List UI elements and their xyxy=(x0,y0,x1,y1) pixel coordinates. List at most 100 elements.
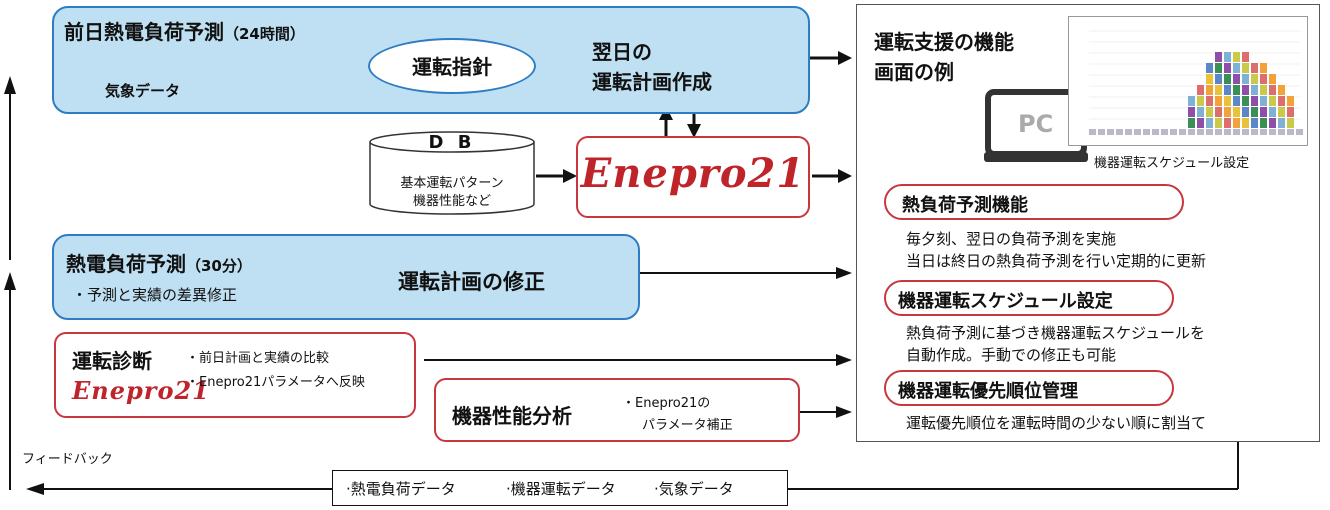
mini-chart-segment xyxy=(1242,107,1249,117)
mini-chart-segment xyxy=(1242,74,1249,84)
daily-forecast-title-sub: （24時間） xyxy=(224,25,305,43)
mini-chart-segment xyxy=(1206,96,1213,106)
mini-chart-segment xyxy=(1224,107,1231,117)
mini-chart-segment xyxy=(1206,107,1213,117)
data-item-heat-power: ·熱電負荷データ xyxy=(346,480,456,498)
arrow-middle-panel xyxy=(640,267,852,279)
data-item-equipment: ·機器運転データ xyxy=(506,480,616,498)
mini-chart-segment xyxy=(1134,129,1141,135)
mini-chart-segment xyxy=(1278,107,1285,117)
mini-chart-segment xyxy=(1260,118,1267,128)
schedule-mini-chart xyxy=(1089,30,1303,135)
mini-chart-segment xyxy=(1233,74,1240,84)
mini-chart-segment xyxy=(1251,96,1258,106)
db-line2: 機器性能など xyxy=(412,194,491,209)
mini-chart-segment xyxy=(1161,129,1168,135)
mini-chart-segment xyxy=(1224,74,1231,84)
realtime-forecast-title-sub: （30分） xyxy=(186,257,252,275)
plan-line1: 翌日の xyxy=(592,40,652,64)
mini-chart-segment xyxy=(1269,118,1276,128)
feedback-label: フィードバック xyxy=(22,452,113,467)
mini-chart-segment xyxy=(1269,96,1276,106)
feature-pill-schedule xyxy=(884,280,1174,316)
mini-chart-segment xyxy=(1287,118,1294,128)
mini-chart-segment xyxy=(1287,96,1294,106)
data-loop-line xyxy=(26,442,1239,495)
feature-name-heat-forecast: 熱負荷予測機能 xyxy=(902,195,1028,216)
mini-chart-segment xyxy=(1206,63,1213,73)
mini-chart-segment xyxy=(1269,107,1276,117)
diagnosis-logo: Enepro21 xyxy=(72,376,210,405)
mini-chart-segment xyxy=(1251,107,1258,117)
mini-chart-segment xyxy=(1089,129,1096,135)
analysis-title: 機器性能分析 xyxy=(452,404,572,428)
mini-chart-segment xyxy=(1215,118,1222,128)
mini-chart-segment xyxy=(1188,129,1195,135)
realtime-forecast-title: 熱電負荷予測（30分） xyxy=(66,248,252,277)
mini-chart-segment xyxy=(1287,107,1294,117)
mini-chart-segment xyxy=(1242,85,1249,95)
mini-chart-segment xyxy=(1287,129,1294,135)
mini-chart-segment xyxy=(1197,96,1204,106)
mini-chart-segment xyxy=(1224,96,1231,106)
daily-forecast-title: 前日熱電負荷予測（24時間） xyxy=(64,16,305,45)
mini-chart-segment xyxy=(1125,129,1132,135)
enepro-box xyxy=(576,136,810,218)
arrow-analysis-panel xyxy=(800,406,852,418)
weather-data-label: 気象データ xyxy=(105,82,181,100)
diagnosis-bullet2: ・Enepro21パラメータへ反映 xyxy=(186,375,365,390)
plan-fix-label: 運転計画の修正 xyxy=(398,270,545,294)
mini-chart-segment xyxy=(1188,96,1195,106)
mini-chart-segment xyxy=(1197,85,1204,95)
db-line1: 基本運転パターン xyxy=(400,176,504,191)
mini-chart-segment xyxy=(1251,129,1258,135)
mini-chart-segment xyxy=(1152,129,1159,135)
arrow-plan-panel xyxy=(810,51,852,65)
panel-title-line1: 運転支援の機能 xyxy=(874,30,1014,54)
mini-chart-segment xyxy=(1260,74,1267,84)
arrow-diagnosis-panel xyxy=(424,354,852,366)
panel-title-line2: 画面の例 xyxy=(874,60,954,84)
arrow-db-enepro xyxy=(536,169,577,183)
data-sources-box xyxy=(332,470,788,506)
mini-chart-segment xyxy=(1224,63,1231,73)
mini-chart-segment xyxy=(1242,52,1249,62)
mini-chart-segment xyxy=(1206,118,1213,128)
mini-chart-segment xyxy=(1278,96,1285,106)
mini-chart-segment xyxy=(1251,74,1258,84)
mini-chart-segment xyxy=(1242,63,1249,73)
mini-chart-segment xyxy=(1233,85,1240,95)
db-title: D B xyxy=(428,132,476,153)
mini-chart-segment xyxy=(1269,129,1276,135)
mini-chart-segment xyxy=(1260,96,1267,106)
mini-chart-segment xyxy=(1233,118,1240,128)
mini-chart-segment xyxy=(1206,85,1213,95)
enepro-logo: Enepro21 xyxy=(580,150,806,197)
mini-chart-segment xyxy=(1260,107,1267,117)
plan-line2: 運転計画作成 xyxy=(592,70,712,94)
mini-chart-segment xyxy=(1278,129,1285,135)
mini-chart-segment xyxy=(1260,63,1267,73)
mini-chart-segment xyxy=(1197,107,1204,117)
realtime-forecast-title-text: 熱電負荷予測 xyxy=(66,252,186,276)
mini-chart-segment xyxy=(1206,74,1213,84)
feature-pill-heat-forecast xyxy=(884,184,1184,220)
analysis-box xyxy=(434,378,800,442)
mini-chart-segment xyxy=(1224,118,1231,128)
mini-chart-segment xyxy=(1188,107,1195,117)
arrow-enepro-panel xyxy=(812,169,852,183)
mini-chart-segment xyxy=(1296,129,1303,135)
mini-chart-segment xyxy=(1233,52,1240,62)
mini-chart-segment xyxy=(1215,74,1222,84)
feature-name-priority: 機器運転優先順位管理 xyxy=(898,381,1078,402)
mini-chart-segment xyxy=(1224,52,1231,62)
realtime-forecast-bullet: ・予測と実績の差異修正 xyxy=(72,286,238,304)
schedule-screenshot-caption: 機器運転スケジュール設定 xyxy=(1094,156,1250,171)
mini-chart-segment xyxy=(1215,129,1222,135)
diagnosis-title: 運転診断 xyxy=(72,349,152,373)
mini-chart-segment xyxy=(1224,85,1231,95)
feature-pill-priority xyxy=(884,370,1174,406)
feature-desc-heat-forecast-2: 当日は終日の熱負荷予測を行い定期的に更新 xyxy=(906,252,1207,270)
mini-chart-segment xyxy=(1215,52,1222,62)
mini-chart-segment xyxy=(1215,85,1222,95)
